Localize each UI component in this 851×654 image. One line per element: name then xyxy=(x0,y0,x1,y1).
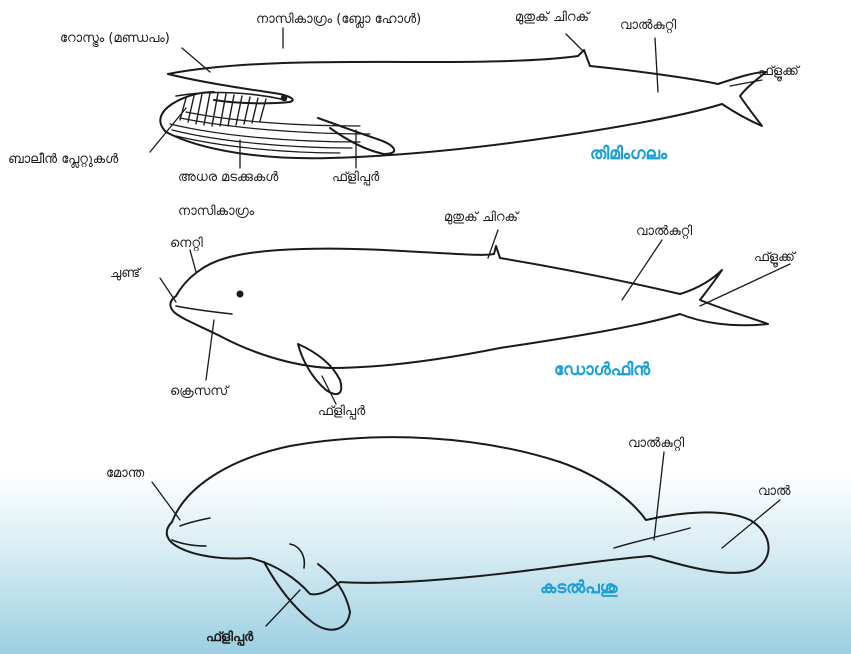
dolphin-body-outline xyxy=(170,246,768,368)
dolphin-pointer-fluke xyxy=(700,264,790,306)
dugong-pointer-tail xyxy=(722,500,780,548)
whale-label-flipper: ഫ്ളിപ്പർ xyxy=(332,170,379,186)
whale-label-rostrum: റോസ്ട്രം (മണ്ഡപം) xyxy=(60,31,170,47)
dugong-label-flipper: ഫ്ളിപ്പർ xyxy=(206,630,253,646)
dugong-body-outline xyxy=(167,437,769,594)
dolphin-drawing xyxy=(160,230,790,404)
dugong-drawing xyxy=(152,437,780,630)
dugong-label-muzzle: മോന്ത xyxy=(106,466,144,482)
dugong-tail-line xyxy=(614,528,690,548)
dolphin-label-beak: ചുണ്ട് xyxy=(110,266,140,282)
dolphin-pointer-tail-stock xyxy=(622,240,662,300)
dolphin-pointer-forehead xyxy=(190,250,196,272)
dugong-face-fold xyxy=(172,518,210,546)
whale-pointer-rostrum xyxy=(182,48,210,72)
whale-label-fluke: ഫ്ളൂക്ക് xyxy=(758,64,799,80)
whale-pointer-fluke xyxy=(730,80,762,86)
dolphin-pointer-flipper xyxy=(322,376,336,404)
whale-mouth-line xyxy=(168,74,293,103)
whale-pointer-tail-stock xyxy=(655,38,658,92)
dolphin-title: ഡോൾഫിൻ xyxy=(554,360,650,380)
dolphin-label-dorsal-fin: മുതുക് ചിറക് xyxy=(444,210,518,226)
whale-drawing xyxy=(150,28,766,168)
dugong-front-flipper xyxy=(264,562,350,630)
dolphin-pointer-beak xyxy=(160,278,176,302)
whale-baleen-edge xyxy=(176,93,286,100)
dolphin-label-forehead: നെറ്റി xyxy=(170,236,203,252)
whale-pointer-baleen xyxy=(150,108,186,152)
whale-title: തിമിംഗലം xyxy=(590,144,667,164)
dolphin-label-crease: ക്രെസസ് xyxy=(170,384,228,400)
dugong-inner-flipper xyxy=(290,544,304,568)
dolphin-label-tail-stock: വാൽകുറ്റി xyxy=(636,224,692,240)
dolphin-mouth-line xyxy=(176,306,232,314)
whale-throat-grooves xyxy=(170,112,370,153)
dolphin-label-fluke: ഫ്ളൂക്ക് xyxy=(754,250,795,266)
whale-label-blowhole: നാസികാഗ്രം (ബ്ലോ ഹോൾ) xyxy=(256,12,421,28)
dugong-pointer-muzzle xyxy=(152,482,180,520)
whale-label-tail-stock: വാൽകുറ്റി xyxy=(620,18,676,34)
dugong-label-tail-stock: വാൽകുറ്റി xyxy=(628,436,684,452)
whale-label-dorsal-fin: മുതുക് ചിറക് xyxy=(515,10,589,26)
whale-pointer-dorsal xyxy=(566,34,584,52)
dugong-pointer-flipper xyxy=(266,590,300,626)
whale-label-baleen: ബാലീൻ പ്ലേറ്റുകൾ xyxy=(8,152,118,168)
dugong-title: കടൽപശു xyxy=(540,578,617,598)
dolphin-flipper xyxy=(298,344,341,394)
dugong-pointer-tail-stock xyxy=(654,452,664,540)
dolphin-label-blowhole: നാസികാഗ്രം xyxy=(178,204,254,220)
dolphin-eye xyxy=(238,292,243,297)
whale-label-grooves: അധര മടക്കുകൾ xyxy=(178,170,278,186)
dolphin-label-flipper: ഫ്ളിപ്പർ xyxy=(318,404,365,420)
whale-eye xyxy=(282,96,286,100)
dugong-label-tail: വാൽ xyxy=(758,484,790,500)
